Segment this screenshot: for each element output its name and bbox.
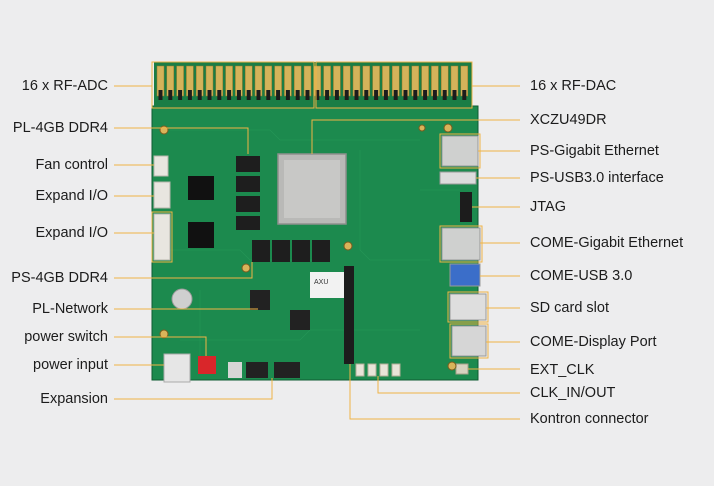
label-clk-in-out: CLK_IN/OUT [530, 385, 616, 401]
rf-port [352, 65, 361, 100]
ps-ddr4-chips [252, 240, 330, 262]
rf-port [225, 65, 233, 100]
rf-ports [156, 65, 469, 100]
label-sd-card: SD card slot [530, 300, 609, 316]
come-gbe-box [439, 225, 483, 263]
electrolytic-capacitor [171, 288, 193, 310]
jtag-header [460, 192, 472, 222]
power-modules [188, 176, 214, 248]
rf-port [431, 65, 439, 100]
clk-connectors [355, 363, 401, 377]
rf-port [313, 65, 322, 100]
label-rf-dac: 16 x RF-DAC [530, 78, 617, 94]
label-ps-ddr4: PS-4GB DDR4 [11, 270, 108, 286]
leader-line-pl-ddr4 [114, 127, 249, 154]
rf-port [333, 65, 341, 100]
label-kontron: Kontron connector [530, 411, 649, 427]
label-power-input: power input [33, 357, 108, 373]
rf-port [460, 65, 469, 100]
rf-port [264, 65, 273, 100]
label-xczu49dr: XCZU49DR [530, 112, 607, 128]
leader-line-power-switch [114, 336, 207, 356]
dp-box [449, 323, 489, 359]
rf-port [215, 65, 224, 100]
label-ps-gbe: PS-Gigabit Ethernet [530, 143, 659, 159]
fan-connector [153, 155, 169, 177]
kontron-connector [344, 266, 354, 364]
rf-port [362, 65, 371, 100]
leader-line-kontron [349, 364, 520, 420]
come-usb3-port [449, 263, 481, 287]
board-sticker [310, 272, 344, 298]
rf-dac-box [315, 61, 473, 109]
rf-port [254, 65, 263, 100]
come-dp-port [451, 325, 487, 357]
rf-port [186, 65, 194, 100]
label-expand-io-2: Expand I/O [35, 225, 108, 241]
label-power-switch: power switch [24, 329, 108, 345]
pcb-board: AXU [151, 62, 487, 383]
label-expand-io-1: Expand I/O [35, 188, 108, 204]
label-come-usb3: COME-USB 3.0 [530, 268, 633, 284]
rf-port [195, 65, 204, 100]
rf-port [274, 65, 282, 100]
rf-port [293, 65, 302, 100]
expansion-connector-2 [274, 362, 300, 378]
rf-port [401, 65, 410, 100]
label-come-dp: COME-Display Port [530, 334, 657, 350]
label-fan-control: Fan control [35, 157, 108, 173]
leader-lines [114, 61, 520, 420]
sd-box [447, 291, 489, 323]
power-switch-part [198, 356, 216, 374]
label-jtag: JTAG [530, 199, 566, 215]
expansion-connector-3 [228, 362, 242, 378]
rf-port [235, 65, 243, 100]
ps-usb3-port [439, 171, 477, 185]
rf-port [156, 65, 165, 100]
leader-line-clk-in-out [377, 376, 520, 394]
rf-port [205, 65, 214, 100]
rf-port [391, 65, 400, 100]
rf-port [176, 65, 184, 100]
label-pl-network: PL-Network [32, 301, 108, 317]
expansion-connector-1 [246, 362, 268, 378]
rf-port [303, 65, 312, 100]
board-sticker-text: AXU [314, 279, 328, 286]
rf-port [323, 65, 331, 100]
rf-port [244, 65, 253, 100]
ps-gbe-box [439, 133, 481, 169]
rf-port [421, 65, 429, 100]
leader-line-expansion [114, 378, 273, 400]
rf-port [342, 65, 351, 100]
rf-port [372, 65, 380, 100]
rf-port [166, 65, 175, 100]
expand-io-box [151, 211, 173, 263]
rf-adc-box [151, 61, 315, 109]
come-gbe-port [441, 227, 481, 261]
expand-io-connector-1 [153, 181, 171, 209]
power-input-jack [163, 353, 191, 383]
ext-clk-connector [455, 363, 469, 375]
pl-ddr4-chips [236, 156, 260, 230]
rf-port [450, 65, 459, 100]
pl-network-phy-2 [290, 310, 310, 330]
ps-gbe-port [441, 135, 479, 167]
expand-io-connector-2 [153, 213, 171, 261]
rf-port [411, 65, 420, 100]
rf-port [284, 65, 292, 100]
label-expansion: Expansion [40, 391, 108, 407]
label-ext-clk: EXT_CLK [530, 362, 595, 378]
rf-port [382, 65, 390, 100]
leader-line-xczu49dr [311, 119, 520, 154]
leader-line-ps-ddr4 [114, 262, 253, 279]
label-come-gbe: COME-Gigabit Ethernet [530, 235, 684, 251]
pl-network-phy [250, 290, 270, 310]
xczu49dr-lid [284, 160, 340, 218]
rf-port [440, 65, 449, 100]
sd-card-slot-part [449, 293, 487, 321]
label-pl-ddr4: PL-4GB DDR4 [12, 120, 108, 136]
label-rf-adc: 16 x RF-ADC [21, 78, 108, 94]
label-ps-usb3: PS-USB3.0 interface [530, 170, 664, 186]
